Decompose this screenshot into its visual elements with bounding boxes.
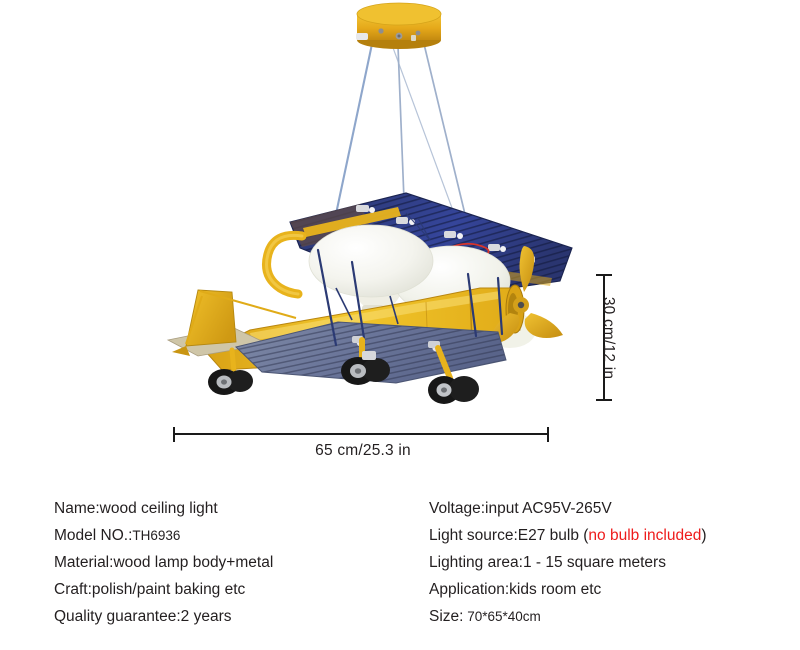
dimension-width-label: 65 cm/25.3 in — [315, 442, 411, 459]
spec-paren-close: ) — [701, 527, 707, 544]
handle-hook — [262, 230, 307, 299]
spec-row-material: Material:wood lamp body+metal — [54, 549, 414, 576]
dimension-width-bar — [174, 433, 548, 435]
spec-label-size: Size: — [429, 608, 464, 625]
spec-value-application: kids room etc — [509, 581, 602, 598]
spec-row-application: Application:kids room etc — [429, 576, 794, 603]
spec-value-light-source: E27 bulb — [517, 527, 584, 544]
spec-value-voltage: input AC95V-265V — [485, 500, 612, 517]
specifications: Name:wood ceiling light Model NO.:TH6936… — [0, 495, 800, 650]
spec-row-craft: Craft:polish/paint baking etc — [54, 576, 414, 603]
spec-note-no-bulb-included: no bulb included — [588, 527, 702, 544]
spec-row-light-source: Light source:E27 bulb (no bulb included) — [429, 522, 794, 549]
ceiling-canopy — [356, 2, 442, 49]
propeller — [488, 246, 563, 344]
spec-row-name: Name:wood ceiling light — [54, 495, 414, 522]
dimension-height-label: 30 cm/12 in — [600, 296, 617, 380]
cockpit-bracing — [335, 287, 399, 325]
spec-label-model: Model NO.: — [54, 527, 133, 544]
spec-row-voltage: Voltage:input AC95V-265V — [429, 495, 794, 522]
spec-row-quality-guarantee: Quality guarantee:2 years — [54, 603, 414, 630]
spec-label-craft: Craft: — [54, 581, 92, 598]
spec-label-quality-guarantee: Quality guarantee: — [54, 608, 181, 625]
dimension-width-cap-right — [547, 427, 549, 442]
spec-label-voltage: Voltage: — [429, 500, 486, 517]
spec-row-size: Size: 70*65*40cm — [429, 603, 794, 630]
wing-struts — [316, 248, 504, 347]
spec-value-craft: polish/paint baking etc — [91, 581, 246, 598]
spec-label-application: Application: — [429, 581, 510, 598]
dimension-height: 30 cm/12 in — [588, 268, 648, 408]
wheel-right — [428, 376, 479, 404]
dimension-width: 65 cm/25.3 in — [168, 424, 558, 470]
spec-row-lighting-area: Lighting area:1 - 15 square meters — [429, 549, 794, 576]
spec-value-lighting-area: 1 - 15 square meters — [522, 554, 666, 571]
spec-label-material: Material: — [54, 554, 114, 571]
spec-label-light-source: Light source: — [429, 527, 518, 544]
spec-label-name: Name: — [54, 500, 100, 517]
wheel-left — [208, 369, 253, 395]
airplane-ceiling-light-illustration — [166, 2, 573, 404]
spec-row-model: Model NO.:TH6936 — [54, 522, 414, 549]
tail-assembly — [166, 289, 297, 357]
suspension-cables — [334, 43, 471, 247]
dimension-height-cap-bottom — [596, 399, 612, 401]
spec-value-quality-guarantee: 2 years — [180, 608, 232, 625]
lamp-shade-left — [309, 225, 433, 297]
spec-value-model: TH6936 — [132, 528, 181, 543]
product-image — [166, 2, 573, 404]
spec-column-left: Name:wood ceiling light Model NO.:TH6936… — [54, 495, 414, 630]
spec-column-right: Voltage:input AC95V-265V Light source:E2… — [429, 495, 794, 630]
wheel-center — [341, 351, 390, 385]
spec-value-name: wood ceiling light — [99, 500, 218, 517]
spec-value-material: wood lamp body+metal — [113, 554, 274, 571]
spec-value-size: 70*65*40cm — [463, 609, 541, 624]
landing-gear — [208, 337, 479, 404]
spec-paren-open: ( — [583, 527, 589, 544]
spec-label-lighting-area: Lighting area: — [429, 554, 523, 571]
dimension-height-bar — [603, 275, 605, 401]
